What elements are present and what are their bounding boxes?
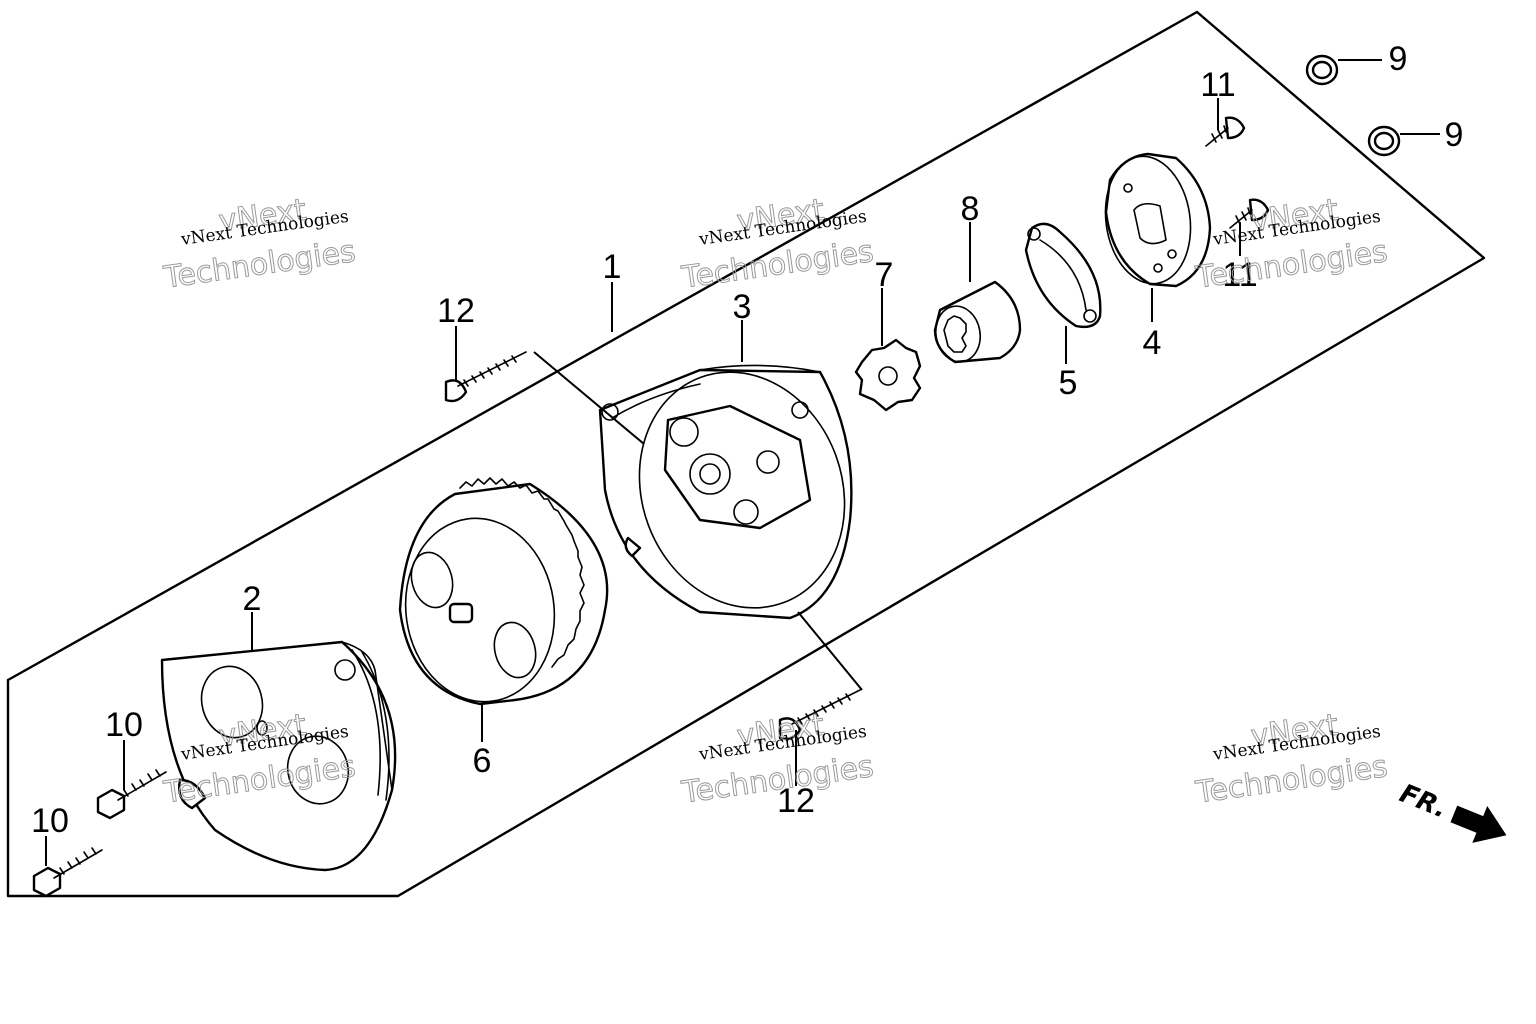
part-driven-gear[interactable] bbox=[394, 477, 609, 711]
assembly-frame bbox=[6, 10, 1486, 898]
part-screw-small[interactable] bbox=[1205, 116, 1270, 229]
part-flange-bolt[interactable] bbox=[32, 769, 167, 898]
callout-10-lower: 10 bbox=[31, 802, 69, 840]
part-pump-plate[interactable] bbox=[1098, 151, 1212, 289]
part-pump-body[interactable] bbox=[598, 343, 877, 637]
callout-11-top: 11 bbox=[1200, 66, 1235, 104]
part-o-ring[interactable] bbox=[1305, 54, 1401, 157]
svg-text:FR.: FR. bbox=[1395, 779, 1451, 825]
part-screw-long[interactable] bbox=[444, 351, 861, 741]
front-direction-indicator: FR. bbox=[1395, 779, 1507, 843]
callout-11-right: 11 bbox=[1222, 256, 1257, 294]
callout-12-bottom: 12 bbox=[777, 782, 815, 820]
callout-12-top: 12 bbox=[437, 292, 475, 330]
callout-5: 5 bbox=[1059, 364, 1078, 402]
leader-lines bbox=[45, 59, 1440, 866]
callout-2: 2 bbox=[243, 580, 262, 618]
callout-8: 8 bbox=[961, 190, 980, 228]
callout-10-upper: 10 bbox=[105, 706, 143, 744]
callout-9-top: 9 bbox=[1389, 40, 1408, 78]
callout-numbers: 1 2 3 4 5 6 7 8 9 9 10 10 11 11 12 12 bbox=[31, 40, 1463, 840]
part-cover[interactable] bbox=[160, 640, 397, 872]
part-gasket[interactable] bbox=[1024, 222, 1102, 329]
part-inner-rotor[interactable] bbox=[854, 338, 922, 412]
callout-9-bottom: 9 bbox=[1445, 116, 1464, 154]
callout-4: 4 bbox=[1143, 324, 1162, 362]
callout-7: 7 bbox=[875, 256, 894, 294]
callout-6: 6 bbox=[473, 742, 492, 780]
callout-3: 3 bbox=[733, 288, 752, 326]
arrow-right-icon bbox=[1450, 805, 1507, 843]
callout-1: 1 bbox=[603, 248, 622, 286]
part-outer-rotor[interactable] bbox=[931, 280, 1022, 365]
